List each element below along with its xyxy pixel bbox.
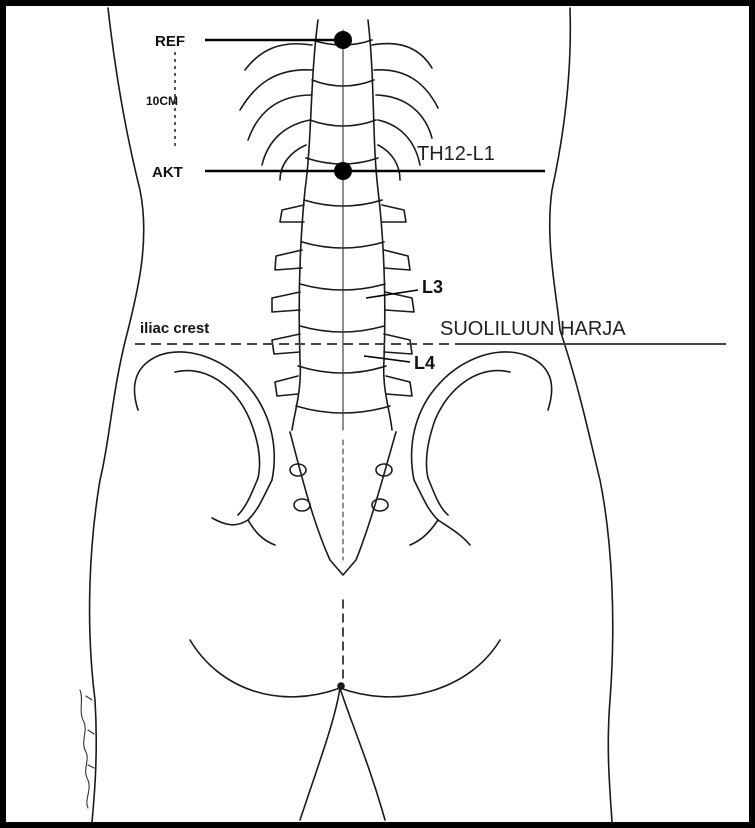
akt-label: AKT: [152, 164, 183, 181]
distance-label: 10CM: [146, 94, 178, 108]
suoliluun-harja-label: SUOLILUUN HARJA: [440, 318, 626, 340]
iliac-crest-label: iliac crest: [140, 320, 209, 337]
l4-label: L4: [414, 353, 435, 373]
ref-marker-dot: [334, 31, 352, 49]
figure-frame: [3, 3, 752, 825]
akt-marker-dot: [334, 162, 352, 180]
l3-label: L3: [422, 277, 443, 297]
ref-label: REF: [155, 33, 185, 50]
th12-l1-label: TH12-L1: [417, 143, 495, 165]
